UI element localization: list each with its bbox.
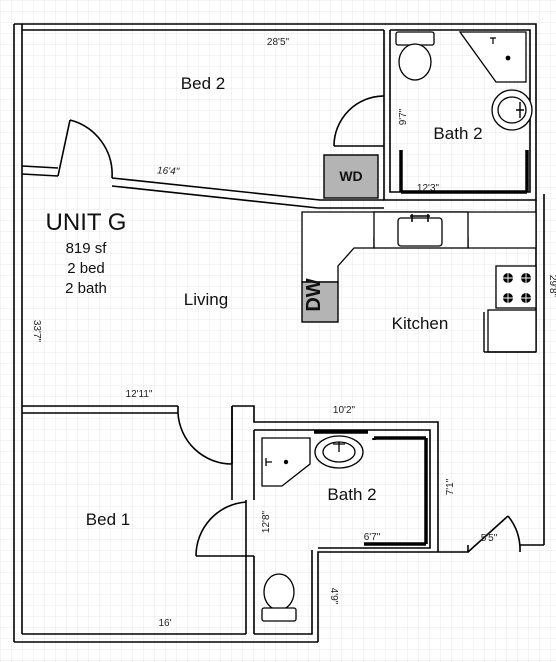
dim-entry: 5'5" bbox=[481, 533, 498, 544]
outer-wall-top bbox=[14, 23, 390, 31]
room-label-bed2: Bed 2 bbox=[181, 74, 225, 93]
room-label-bath-upper: Bath 2 bbox=[433, 124, 482, 143]
entry-wall bbox=[254, 544, 544, 642]
outer-wall-bottom bbox=[14, 633, 318, 643]
room-label-living: Living bbox=[184, 290, 228, 309]
unit-area: 819 sf bbox=[66, 240, 108, 257]
upper-bath-door bbox=[333, 95, 385, 147]
unit-baths: 2 bath bbox=[65, 280, 107, 297]
lower-shower-drain bbox=[283, 459, 289, 465]
upper-shower-head bbox=[490, 37, 496, 44]
upper-toilet-bowl bbox=[398, 43, 432, 81]
upper-toilet-tank bbox=[395, 31, 435, 46]
dim-bed2-wall: 16'4" bbox=[157, 165, 180, 177]
dim-lower-bath-height: 12'8" bbox=[261, 510, 272, 533]
upper-sink-faucet bbox=[516, 102, 524, 118]
dim-right-edge: 29'8" bbox=[547, 275, 556, 298]
washer-dryer bbox=[323, 154, 379, 199]
upper-bath-walls-inner bbox=[399, 150, 529, 194]
dim-lower-bath-inner: 6'7" bbox=[364, 532, 381, 543]
dim-bed1-bottom: 16' bbox=[158, 618, 171, 629]
bed2-living-wall bbox=[21, 165, 384, 209]
upper-sink-basin bbox=[497, 96, 527, 124]
refrigerator-edge bbox=[483, 312, 536, 353]
lower-bath-door bbox=[195, 501, 247, 557]
lower-bath-walls-inner bbox=[314, 430, 428, 546]
dim-lower-bath-right: 7'1" bbox=[445, 478, 456, 495]
stove-grates bbox=[501, 271, 533, 305]
washer-dryer-label: WD bbox=[339, 168, 362, 184]
dishwasher-label: DW bbox=[303, 278, 325, 311]
dim-upper-bath-width: 12'3" bbox=[417, 183, 440, 194]
room-label-kitchen: Kitchen bbox=[392, 314, 449, 333]
dim-bed1-width: 12'11" bbox=[126, 389, 153, 400]
lower-shower-head bbox=[265, 458, 272, 466]
unit-beds: 2 bed bbox=[67, 260, 105, 277]
dim-closet: 4'9" bbox=[328, 588, 339, 605]
dim-left-height: 33'7" bbox=[31, 320, 42, 343]
dim-lower-bath-width: 10'2" bbox=[333, 405, 356, 416]
lower-toilet-bowl bbox=[263, 573, 295, 611]
kitchen-faucet bbox=[410, 214, 430, 222]
kitchen-sink bbox=[397, 217, 443, 247]
upper-shower-drain bbox=[505, 55, 511, 61]
refrigerator bbox=[487, 309, 537, 353]
bed2-door bbox=[57, 119, 113, 179]
lower-bath-wall bbox=[231, 405, 439, 634]
lower-toilet-tank bbox=[261, 607, 297, 622]
room-label-bed1: Bed 1 bbox=[86, 510, 130, 529]
dishwasher bbox=[301, 281, 339, 323]
outer-wall-left bbox=[13, 24, 23, 642]
dim-upper-bath-height: 9'7" bbox=[398, 108, 409, 125]
upper-shower-corner bbox=[458, 31, 527, 83]
unit-title: UNIT G bbox=[46, 209, 127, 236]
dim-top-width: 28'5" bbox=[267, 37, 290, 48]
stove bbox=[495, 265, 537, 309]
lower-sink-faucet bbox=[333, 442, 345, 452]
bed1-living-wall bbox=[22, 405, 179, 414]
entry-door bbox=[467, 515, 521, 553]
room-label-bath-lower: Bath 2 bbox=[327, 485, 376, 504]
